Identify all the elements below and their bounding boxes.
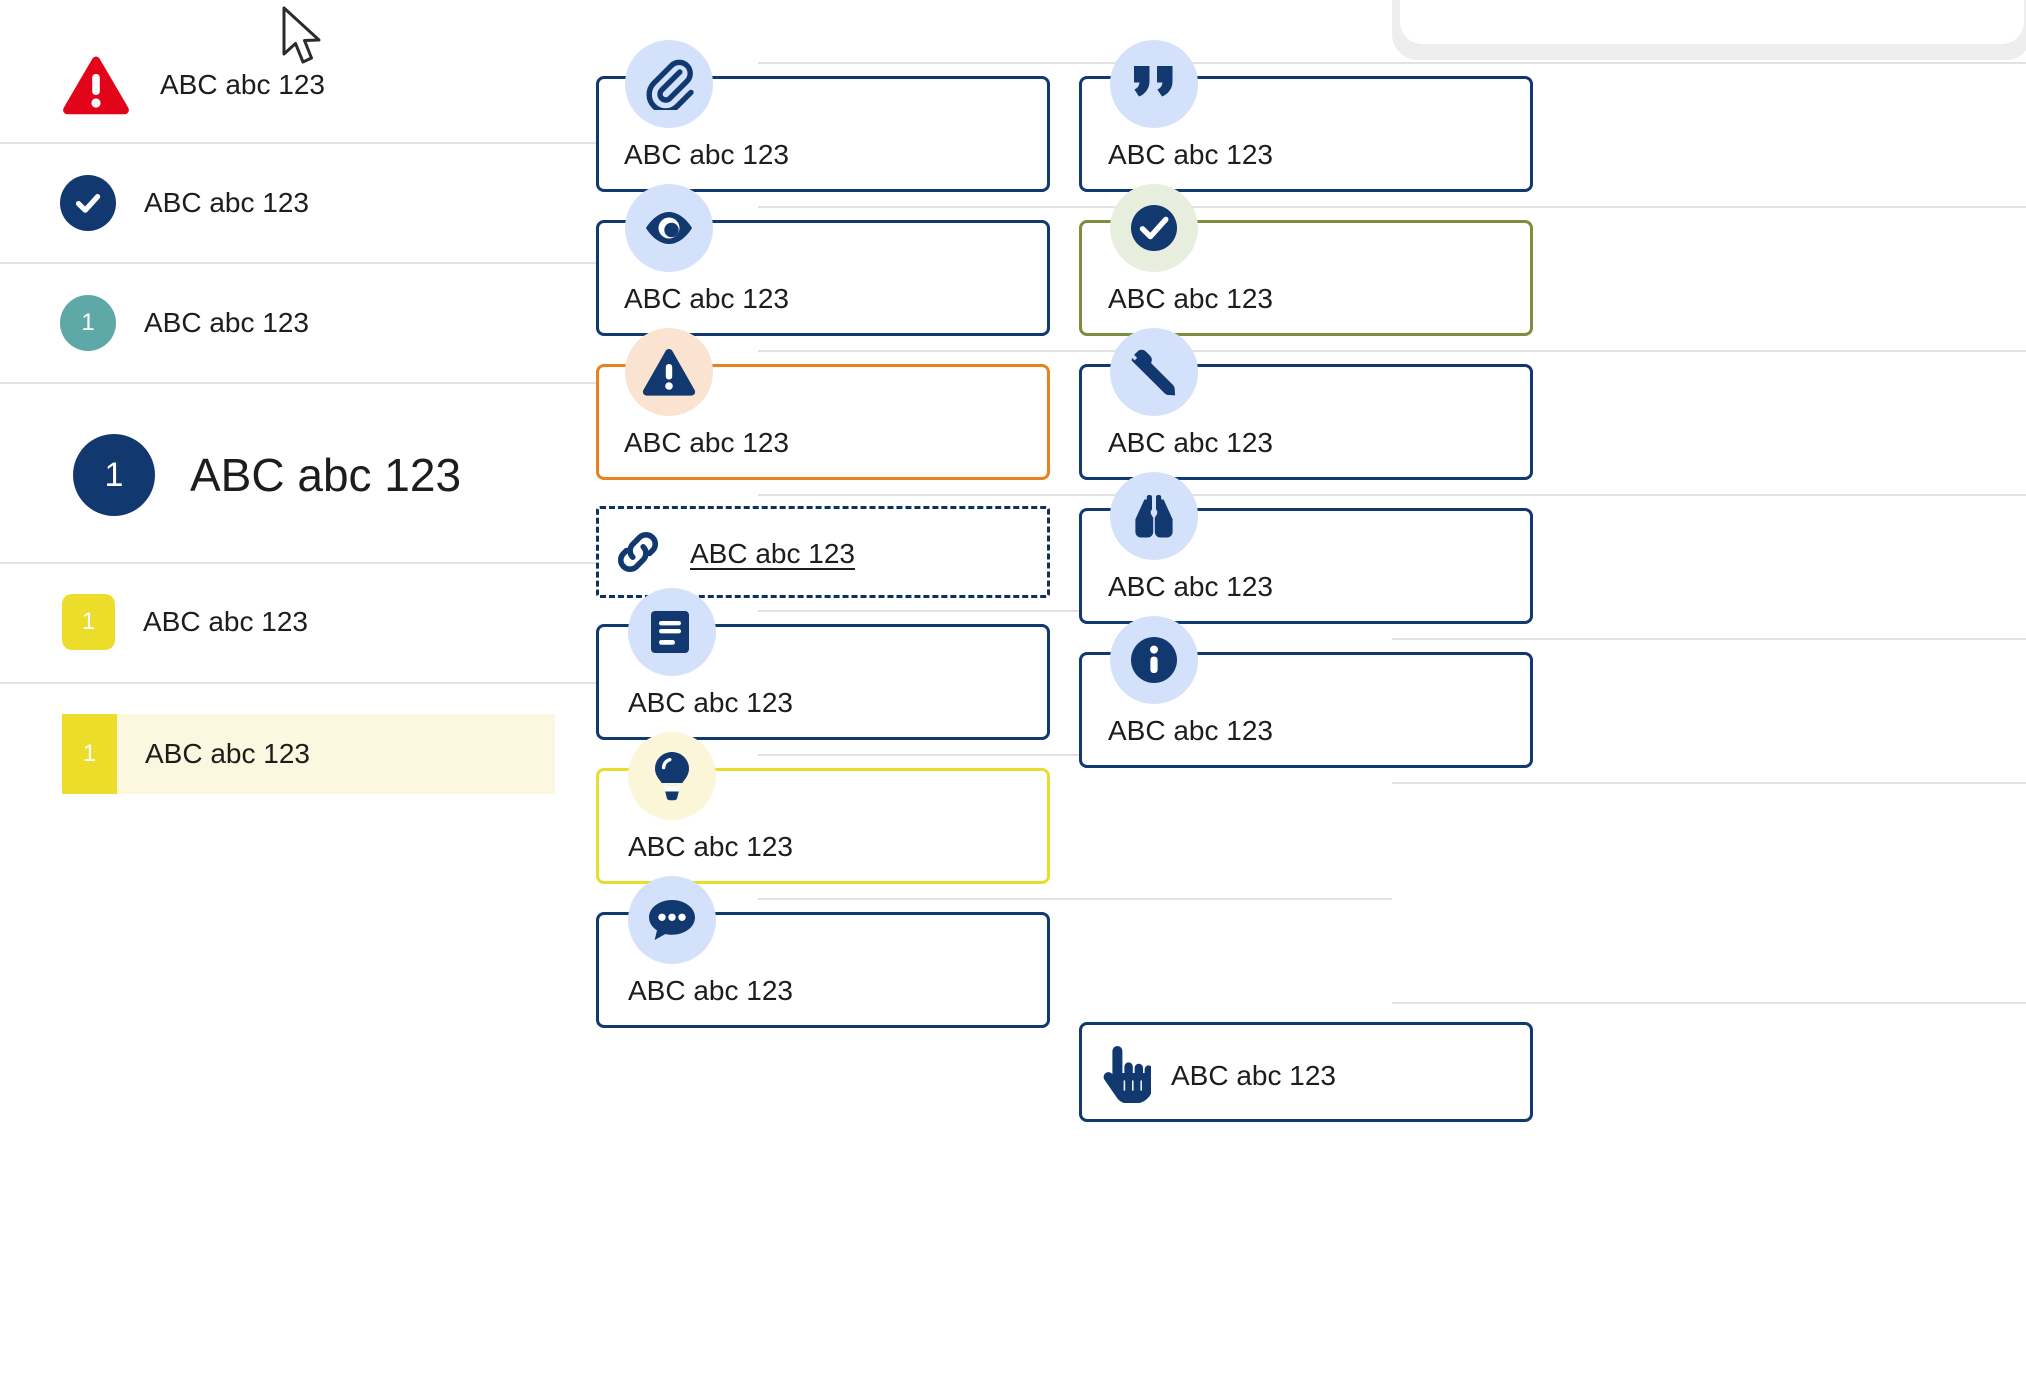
card-label: ABC abc 123 (624, 427, 789, 458)
legend-row-check[interactable]: ABC abc 123 (0, 175, 758, 231)
legend-row-label: ABC abc 123 (143, 606, 308, 637)
row-divider (0, 262, 758, 264)
card-divider (758, 610, 1392, 612)
binoculars-icon (1110, 472, 1198, 560)
middle-card-column: ABC abc 123 ABC abc 123 ABC abc 123 ABC … (596, 40, 1392, 1028)
link-icon (612, 527, 664, 577)
card-label: ABC abc 123 (1171, 1060, 1336, 1091)
check-circle-icon (60, 175, 116, 231)
card-label: ABC abc 123 (628, 831, 793, 862)
pencil-icon (1110, 328, 1198, 416)
info-circle-icon (1110, 616, 1198, 704)
eye-icon (625, 184, 713, 272)
card-label: ABC abc 123 (1108, 571, 1273, 602)
card-divider (1392, 1002, 2026, 1004)
card-divider (1392, 638, 2026, 640)
card-label: ABC abc 123 (628, 687, 793, 718)
paperclip-icon (625, 40, 713, 128)
card-divider (758, 754, 1392, 756)
legend-row-label: ABC abc 123 (144, 307, 309, 338)
card-label: ABC abc 123 (1108, 715, 1273, 746)
legend-row-label: ABC abc 123 (160, 69, 325, 100)
quote-icon (1110, 40, 1198, 128)
number-badge-icon: 1 (62, 594, 115, 650)
card-label: ABC abc 123 (628, 975, 793, 1006)
legend-row-number-teal[interactable]: 1 ABC abc 123 (0, 295, 758, 351)
card-link-label[interactable]: ABC abc 123 (690, 538, 855, 569)
number-badge-value: 1 (81, 608, 96, 635)
check-circle-icon (1110, 184, 1198, 272)
card-divider (1392, 62, 2026, 64)
lightbulb-icon (628, 732, 716, 820)
number-badge-icon: 1 (60, 295, 116, 351)
left-legend-column: ABC abc 123 ABC abc 123 1 ABC abc 123 1 … (0, 0, 758, 1392)
number-badge-icon: 1 (62, 714, 117, 794)
card-label: ABC abc 123 (624, 283, 789, 314)
card-divider (758, 206, 1392, 208)
legend-row-highlighted[interactable]: 1 ABC abc 123 (62, 714, 555, 794)
card-label: ABC abc 123 (624, 139, 789, 170)
top-panel-surface (1400, 0, 2024, 44)
pointing-hand-icon (1098, 1042, 1154, 1104)
book-icon (628, 588, 716, 676)
number-badge-value: 1 (82, 740, 97, 767)
card-label: ABC abc 123 (1108, 283, 1273, 314)
alert-triangle-icon (60, 55, 132, 115)
card-divider (758, 494, 1392, 496)
legend-row-label: ABC abc 123 (145, 738, 310, 769)
card-quote[interactable] (1079, 76, 1533, 192)
card-divider (1392, 206, 2026, 208)
comment-dots-icon (628, 876, 716, 964)
legend-row-number-square[interactable]: 1 ABC abc 123 (0, 594, 758, 650)
number-badge-value: 1 (104, 456, 124, 494)
alert-triangle-icon (625, 328, 713, 416)
card-divider (1392, 494, 2026, 496)
card-label: ABC abc 123 (1108, 427, 1273, 458)
card-action[interactable] (1079, 1022, 1533, 1122)
card-divider (1392, 350, 2026, 352)
card-divider (758, 898, 1392, 900)
number-badge-icon: 1 (73, 434, 155, 516)
row-divider (0, 682, 758, 684)
card-label: ABC abc 123 (1108, 139, 1273, 170)
number-badge-value: 1 (81, 309, 95, 336)
card-divider (1392, 782, 2026, 784)
row-divider (0, 142, 758, 144)
legend-row-label: ABC abc 123 (144, 187, 309, 218)
card-divider (758, 62, 1392, 64)
row-divider (0, 382, 758, 384)
card-link[interactable] (596, 506, 1050, 598)
row-divider (0, 562, 758, 564)
legend-row-warning[interactable]: ABC abc 123 (0, 55, 758, 115)
card-divider (758, 350, 1392, 352)
legend-row-number-large[interactable]: 1 ABC abc 123 (0, 434, 758, 516)
legend-row-label: ABC abc 123 (190, 449, 462, 501)
